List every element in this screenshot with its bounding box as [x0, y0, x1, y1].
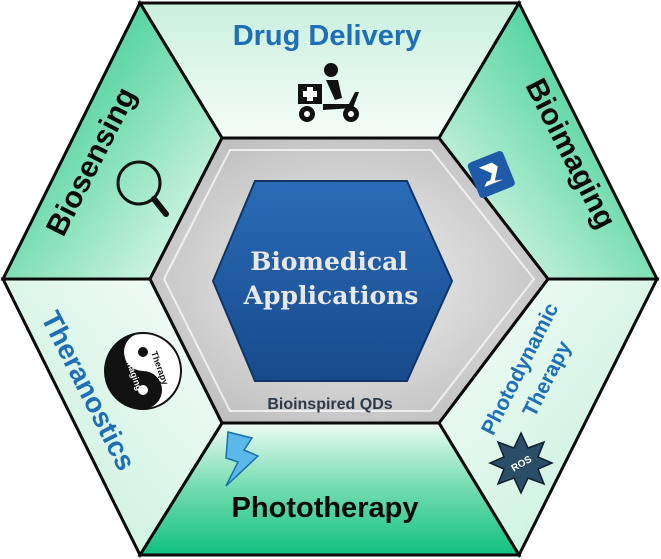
- delivery-scooter-icon: [298, 63, 359, 122]
- center-blue-hexagon: [211, 180, 454, 382]
- microscope-icon: [467, 151, 515, 199]
- magnifier-icon: [116, 160, 169, 217]
- center-title-line2: Applications: [243, 281, 419, 310]
- label-phototherapy: Phototherapy: [232, 492, 419, 524]
- ros-burst-icon: ROS: [488, 431, 554, 495]
- yin-yang-icon: Imaging Therapy: [104, 332, 182, 410]
- lightning-icon: [225, 431, 260, 487]
- center-title-line1: Biomedical: [250, 247, 408, 276]
- center-subtitle: Bioinspired QDs: [267, 396, 392, 413]
- center-hexagon-inner: [162, 149, 536, 412]
- label-drug-delivery: Drug Delivery: [233, 20, 422, 52]
